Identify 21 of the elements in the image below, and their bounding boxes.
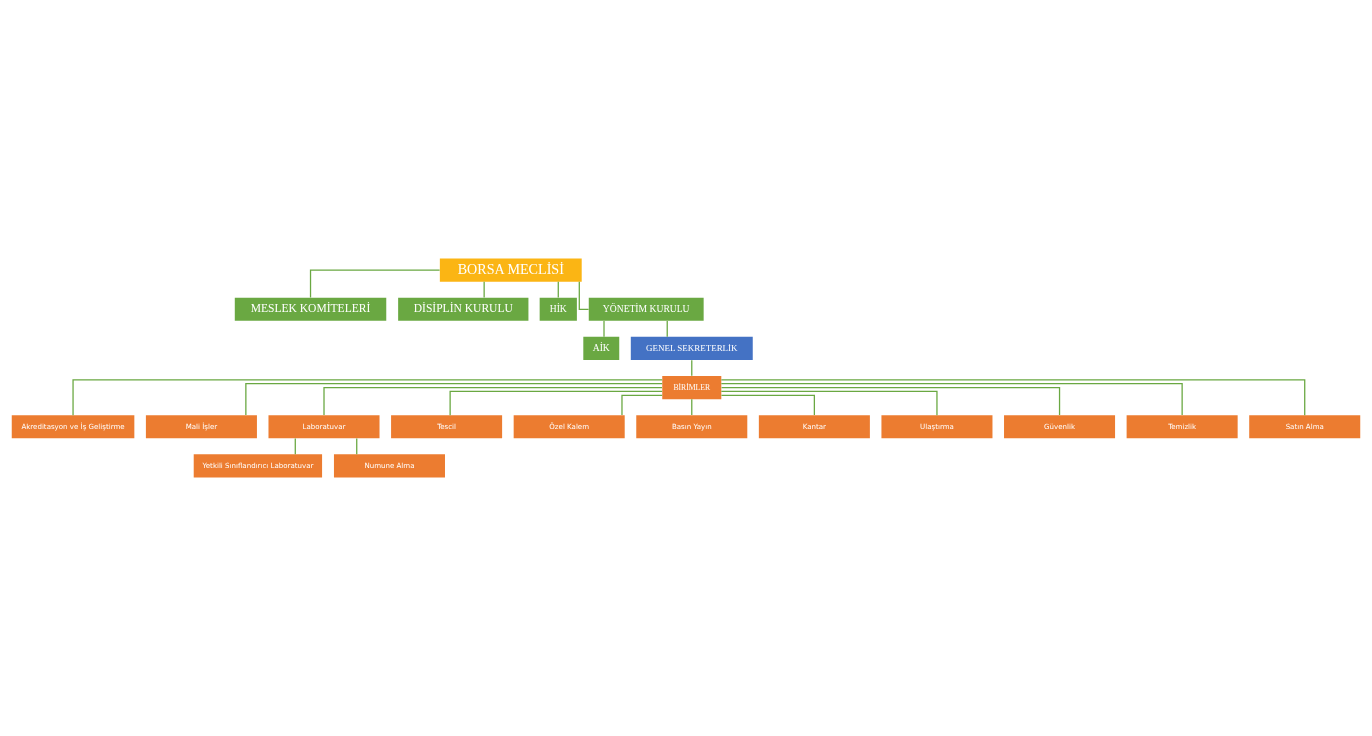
connector	[578, 281, 590, 310]
node-box: MESLEK KOMİTELERİ	[234, 297, 387, 321]
node-box: DİSİPLİN KURULU	[398, 297, 529, 321]
node-box: BORSA MECLİSİ	[439, 258, 582, 282]
connector	[323, 386, 663, 416]
connector	[720, 379, 1306, 416]
connector	[245, 383, 663, 416]
connector	[621, 394, 663, 416]
connector	[309, 269, 441, 299]
connector	[483, 281, 485, 299]
connector	[603, 320, 605, 338]
node-box: GENEL SEKRETERLİK	[630, 336, 753, 360]
connector	[720, 386, 1061, 416]
node-box: YÖNETİM KURULU	[588, 297, 704, 321]
node-box: HİK	[539, 297, 577, 321]
node-box: AİK	[583, 336, 620, 360]
connector	[449, 390, 663, 416]
connector	[720, 383, 1183, 416]
connector	[72, 379, 663, 416]
connector	[720, 394, 815, 416]
connector	[720, 390, 938, 416]
